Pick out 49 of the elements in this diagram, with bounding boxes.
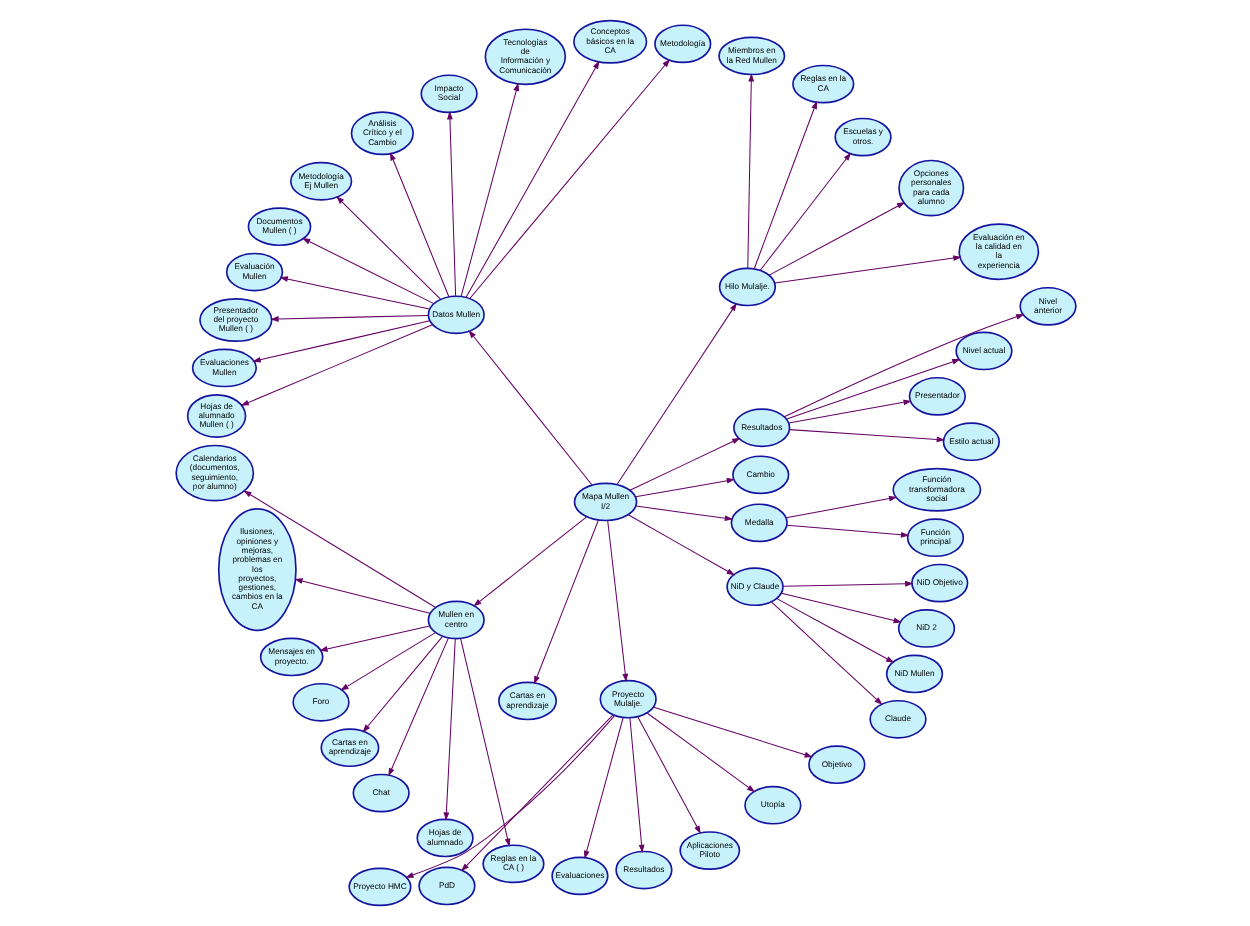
arrow (251, 320, 430, 363)
arrow (335, 196, 440, 300)
arrow (615, 302, 736, 485)
arrow (767, 202, 905, 276)
arrow (787, 399, 911, 424)
arrow (634, 505, 733, 522)
arrow (652, 706, 812, 758)
arrow (746, 73, 754, 269)
arrow (387, 637, 448, 777)
arrow (339, 632, 435, 691)
arrow (752, 100, 817, 270)
arrow (628, 437, 740, 491)
arrow (633, 477, 735, 498)
arrow (636, 716, 700, 834)
arrow (785, 524, 909, 538)
arrow (467, 330, 592, 486)
arrow (769, 601, 882, 705)
arrow (779, 592, 901, 624)
arrow (645, 712, 755, 793)
arrow (582, 717, 623, 860)
arrow (318, 625, 430, 652)
arrow (626, 514, 734, 576)
arrow (278, 276, 429, 310)
arrow (361, 635, 443, 733)
arrow (606, 519, 628, 683)
arrow (459, 638, 510, 847)
arrow (446, 111, 456, 297)
arrow (533, 519, 598, 685)
arrow (775, 598, 894, 663)
arrow (459, 82, 519, 297)
arrow (781, 580, 913, 587)
arrow (293, 578, 430, 614)
arrow (404, 715, 615, 878)
arrow (301, 237, 434, 305)
arrow (460, 714, 613, 872)
arrow (785, 359, 960, 420)
arrow (468, 59, 670, 299)
arrow (239, 324, 432, 406)
arrow (242, 490, 436, 608)
arrow (269, 314, 428, 322)
arrow (389, 152, 449, 298)
arrow (442, 638, 455, 821)
arrow (788, 429, 944, 443)
arrow (464, 60, 599, 298)
arrow (758, 152, 851, 271)
arrow (773, 255, 961, 284)
arrow (472, 516, 587, 607)
arrow (628, 717, 644, 853)
arrow (784, 495, 897, 519)
